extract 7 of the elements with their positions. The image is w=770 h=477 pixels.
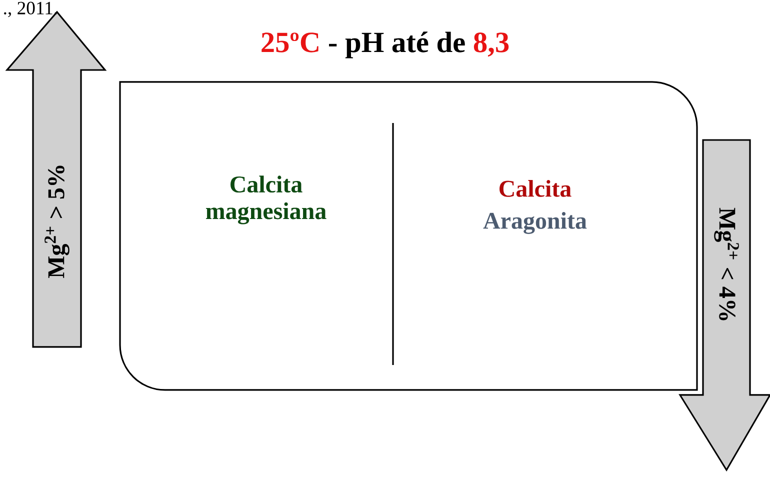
mineral-label: Aragonita <box>483 212 587 234</box>
mineral-label: Calcita <box>500 180 572 197</box>
title-text: - pH até de <box>329 32 465 58</box>
title-text: 8,3 <box>474 32 509 57</box>
title-text: 25ºC <box>262 32 318 52</box>
mineral-label: Calcita magnesiana <box>206 176 326 224</box>
rounded-box <box>119 81 698 391</box>
